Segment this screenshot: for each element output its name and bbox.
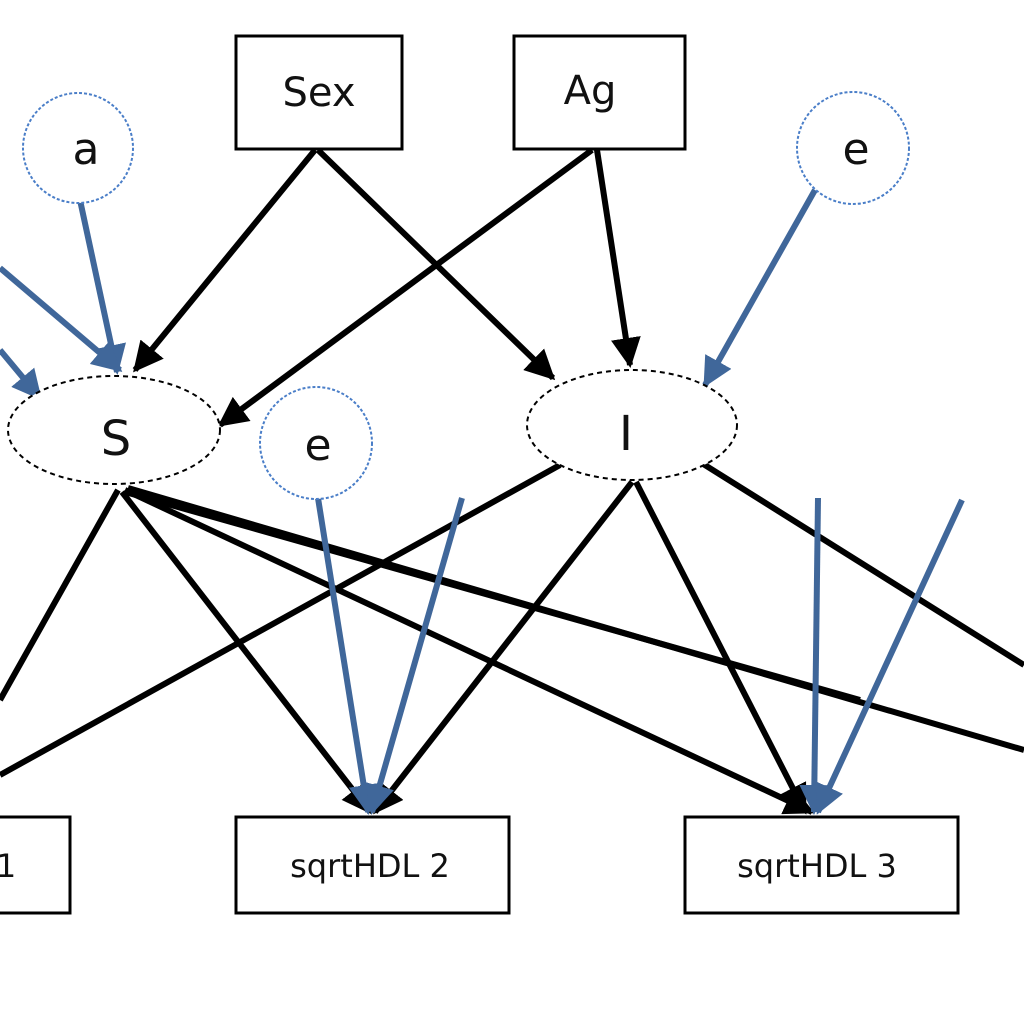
edge-offscreen-to-s-upper bbox=[0, 265, 123, 373]
node-obs1: 1 bbox=[0, 815, 72, 915]
node-obs2-label: sqrtHDL 2 bbox=[290, 847, 450, 885]
node-error-e-right: e bbox=[796, 91, 910, 205]
node-age: Ag bbox=[512, 34, 687, 151]
node-error-e-left: e bbox=[259, 386, 373, 500]
edge-i-to-right bbox=[698, 459, 1024, 668]
node-slope-label: S bbox=[101, 411, 131, 467]
edge-offscreen-to-s-lower bbox=[0, 348, 43, 401]
edge-resid-a-to-obs3 bbox=[799, 497, 830, 815]
node-sex: Sex bbox=[234, 34, 404, 151]
edge-s-to-obs1 bbox=[0, 488, 121, 702]
edge-i-to-obs1 bbox=[0, 462, 562, 778]
node-obs3: sqrtHDL 3 bbox=[683, 815, 960, 915]
node-sex-label: Sex bbox=[283, 70, 356, 116]
edge-s-to-obs3 bbox=[123, 487, 815, 815]
edge-resid-b-to-obs3 bbox=[815, 498, 965, 815]
node-error-e-left-label: e bbox=[304, 420, 331, 471]
edge-sex-to-s bbox=[132, 148, 318, 373]
edge-a-to-s bbox=[77, 199, 126, 375]
edge-e-right-to-i bbox=[702, 188, 818, 388]
edge-s-to-right-b bbox=[124, 489, 861, 703]
node-obs2: sqrtHDL 2 bbox=[234, 815, 511, 915]
node-intercept-label: I bbox=[619, 406, 633, 462]
blue-edges bbox=[0, 188, 965, 815]
node-error-a: a bbox=[22, 92, 134, 204]
edge-resid-to-obs2 bbox=[365, 497, 465, 815]
node-error-e-right-label: e bbox=[842, 124, 869, 175]
edge-s-to-obs2 bbox=[119, 490, 373, 815]
black-edges bbox=[0, 147, 1024, 815]
node-slope: S bbox=[7, 375, 221, 485]
edge-e-left-to-obs2 bbox=[315, 497, 379, 815]
node-obs3-label: sqrtHDL 3 bbox=[737, 847, 897, 885]
edge-i-to-obs3 bbox=[633, 480, 808, 815]
edge-age-to-s bbox=[217, 147, 594, 428]
node-intercept: I bbox=[526, 369, 738, 481]
node-age-label: Ag bbox=[564, 68, 617, 114]
node-error-a-label: a bbox=[73, 124, 100, 175]
edge-i-to-obs2 bbox=[372, 480, 635, 815]
edge-age-to-i bbox=[594, 149, 641, 368]
node-obs1-label: 1 bbox=[0, 847, 16, 885]
